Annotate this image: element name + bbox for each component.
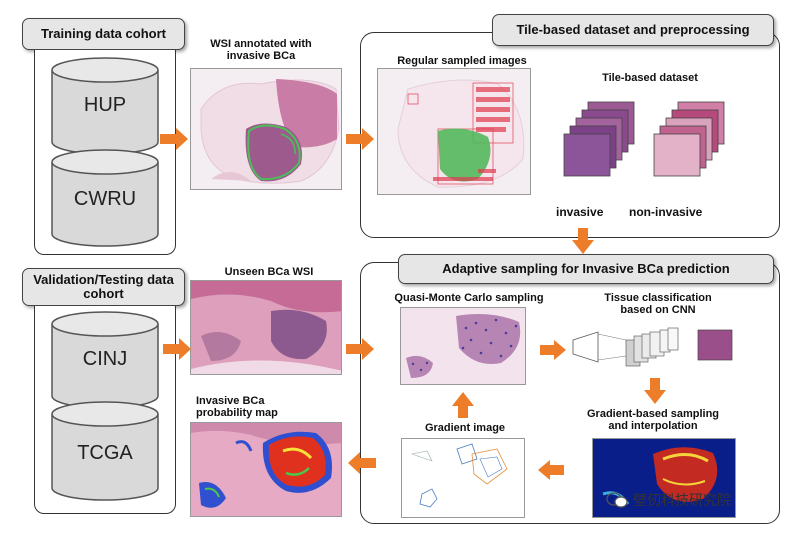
cnn-diagram xyxy=(572,327,733,367)
label-non-invasive: non-invasive xyxy=(629,205,703,219)
cohort-cylinder-cinj: CINJ xyxy=(50,310,160,410)
arrow-adaptive-to-probability-map xyxy=(348,452,376,474)
regular-sampled-graphic xyxy=(397,79,525,188)
cohort-label-hup: HUP xyxy=(83,94,127,116)
caption-tile-dataset: Tile-based dataset xyxy=(602,72,698,84)
arrow-wsi-to-sampled xyxy=(346,128,374,150)
training-cohort-title: Training data cohort xyxy=(22,18,185,50)
arrow-gradient-sampling-to-gradient-image xyxy=(538,460,564,480)
caption-regular-sampled: Regular sampled images xyxy=(397,55,527,67)
label-invasive: invasive xyxy=(556,205,604,219)
qmc-sampling-image xyxy=(400,307,526,385)
probability-map-image xyxy=(190,422,342,517)
caption-unseen: Unseen BCa WSI xyxy=(224,266,314,278)
wechat-icon xyxy=(606,492,628,508)
tile-stack-non-invasive xyxy=(653,101,725,177)
tile-dataset-title: Tile-based dataset and preprocessing xyxy=(492,14,774,46)
caption-gradient-sampling: Gradient-based sampling and interpolatio… xyxy=(586,408,720,432)
qmc-graphic xyxy=(406,314,521,378)
watermark: 壁仞科技研究院 xyxy=(606,490,731,510)
arrow-tiles-to-adaptive xyxy=(572,228,594,254)
adaptive-sampling-title: Adaptive sampling for Invasive BCa predi… xyxy=(398,254,774,284)
cohort-label-cwru: CWRU xyxy=(73,188,137,210)
tile-stack-invasive xyxy=(563,101,635,177)
cohort-cylinder-hup: HUP xyxy=(50,56,160,156)
caption-gradient-image: Gradient image xyxy=(424,422,506,434)
gradient-image-graphic xyxy=(410,443,508,508)
unseen-wsi-image xyxy=(190,280,342,375)
arrow-validation-to-unseen xyxy=(163,338,191,360)
caption-probability-map: Invasive BCa probability map xyxy=(196,395,278,419)
cylinder-shape xyxy=(51,149,159,247)
probability-map-graphic xyxy=(191,423,341,516)
cylinder-shape xyxy=(51,311,159,409)
wsi-annotated-image xyxy=(190,68,342,190)
caption-qmc: Quasi-Monte Carlo sampling xyxy=(394,292,544,304)
cohort-label-cinj: CINJ xyxy=(82,348,128,370)
cohort-cylinder-cwru: CWRU xyxy=(50,148,160,248)
validation-cohort-title: Validation/Testing data cohort xyxy=(22,268,185,306)
caption-tissue-class: Tissue classification based on CNN xyxy=(604,292,712,316)
caption-wsi-annotated: WSI annotated with invasive BCa xyxy=(210,38,312,62)
arrow-gradient-image-to-qmc xyxy=(452,392,474,418)
regular-sampled-image xyxy=(377,68,531,195)
gradient-image xyxy=(401,438,525,518)
unseen-tissue-graphic xyxy=(191,281,341,374)
watermark-text: 壁仞科技研究院 xyxy=(633,493,731,509)
arrow-unseen-to-adaptive xyxy=(346,338,374,360)
cylinder-shape xyxy=(51,401,159,501)
arrow-cnn-to-gradient-sampling xyxy=(644,378,666,404)
arrow-training-to-wsi xyxy=(160,128,188,150)
wsi-tissue-graphic xyxy=(200,79,340,184)
cohort-cylinder-tcga: TCGA xyxy=(50,400,160,502)
cohort-label-tcga: TCGA xyxy=(77,442,133,464)
arrow-qmc-to-cnn xyxy=(540,340,566,360)
